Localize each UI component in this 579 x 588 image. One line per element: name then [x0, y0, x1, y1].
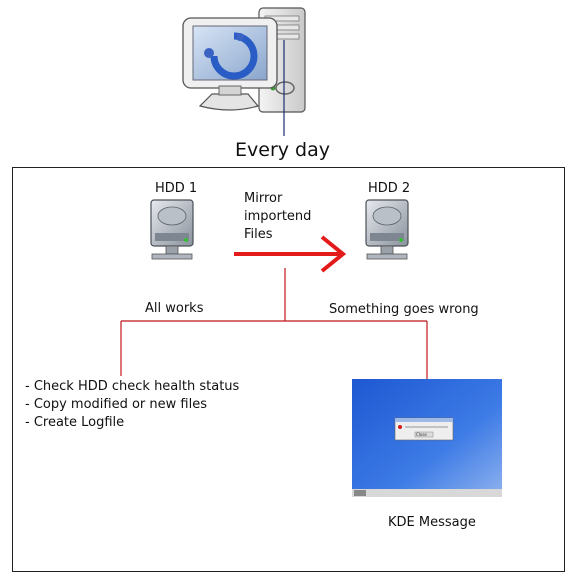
- hdd1-label: HDD 1: [155, 181, 198, 196]
- branch-connector: [120, 268, 428, 379]
- kde-message-screenshot: [352, 379, 502, 497]
- mirror-line-3: Files: [244, 227, 273, 242]
- list-item: - Copy modified or new files: [25, 397, 207, 412]
- mirror-arrow: [234, 235, 347, 273]
- message-caption: KDE Message: [388, 515, 476, 530]
- hdd2-label: HDD 2: [368, 181, 411, 196]
- dialog-close-button: Close: [416, 432, 427, 437]
- branch-left-label: All works: [145, 301, 204, 316]
- hard-drive-icon: [365, 199, 409, 260]
- list-item: - Create Logfile: [25, 415, 125, 430]
- mirror-line-2: importend: [244, 209, 312, 224]
- diagram-frame: [12, 167, 565, 572]
- page-title: Every day: [235, 139, 330, 161]
- mirror-line-1: Mirror: [244, 191, 283, 206]
- branch-right-label: Something goes wrong: [329, 302, 479, 317]
- task-list: - Check HDD check health status - Copy m…: [25, 378, 239, 432]
- list-item: - Check HDD check health status: [25, 379, 240, 394]
- hard-drive-icon: [150, 199, 194, 260]
